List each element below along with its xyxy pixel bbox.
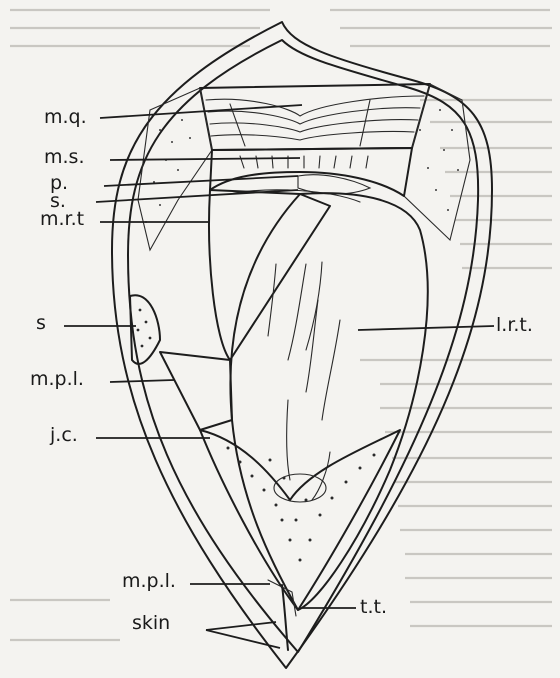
label-skin: skin — [132, 614, 170, 633]
s-left-hatch — [137, 309, 152, 348]
label-m-r-t: m.r.t — [40, 210, 84, 229]
m-r-t-region — [209, 190, 330, 360]
label-l-r-t: l.r.t. — [496, 316, 533, 335]
label-m-p-l-upper: m.p.l. — [30, 370, 84, 389]
m-q-fibres — [206, 96, 424, 146]
stipple-dots — [145, 109, 459, 223]
l-r-t-region — [230, 193, 427, 610]
label-m-q: m.q. — [44, 108, 87, 127]
leader-lines — [64, 105, 494, 648]
label-j-c: j.c. — [50, 426, 78, 445]
background-show-through — [10, 10, 552, 640]
label-s-left: s — [36, 314, 46, 333]
label-m-s: m.s. — [44, 148, 85, 167]
l-r-t-fibres — [268, 262, 340, 500]
m-p-l-band — [160, 352, 232, 430]
m-s-band — [210, 148, 412, 196]
j-c-mass — [200, 430, 400, 610]
skin-inner-outline — [128, 40, 478, 652]
label-t-t: t.t. — [360, 598, 387, 617]
label-m-p-l-lower: m.p.l. — [122, 572, 176, 591]
s-left-structure — [130, 295, 160, 364]
